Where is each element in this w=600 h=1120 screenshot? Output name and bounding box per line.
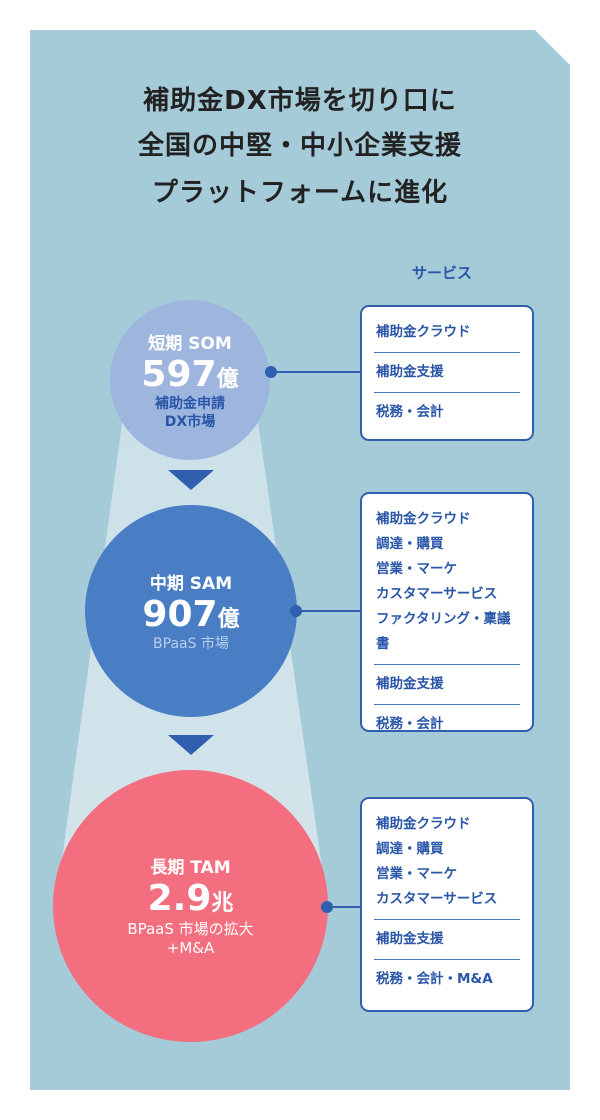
connector-dot [290, 605, 302, 617]
tier-value: 2.9兆 [147, 878, 234, 920]
connector-line [296, 610, 361, 612]
service-item: 営業・マーケ [376, 561, 457, 577]
service-item: 税務・会計 [376, 404, 444, 420]
service-item: 補助金クラウド [376, 511, 471, 527]
service-item: カスタマーサービス [376, 891, 498, 907]
title-line-2: 全国の中堅・中小企業支援 [137, 131, 462, 161]
service-group: 税務・会計 [374, 704, 520, 744]
tam-circle: 長期 TAM 2.9兆 BPaaS 市場の拡大+M&A [53, 770, 328, 1042]
service-item: 補助金支援 [376, 676, 444, 692]
service-item: 税務・会計 [376, 716, 444, 732]
tam-services-box: 補助金クラウド調達・購買営業・マーケカスタマーサービス補助金支援税務・会計・M&… [360, 797, 534, 1012]
service-group: 税務・会計・M&A [374, 959, 520, 999]
service-item: 税務・会計・M&A [376, 971, 493, 987]
title-line-1: 補助金DX市場を切り口に [143, 86, 457, 116]
connector-dot [321, 901, 333, 913]
service-item: 調達・購買 [376, 536, 444, 552]
service-group: 補助金クラウド調達・購買営業・マーケカスタマーサービスファクタリング・稟議書 [374, 500, 520, 664]
connector-dot [265, 366, 277, 378]
service-item: カスタマーサービス [376, 586, 498, 602]
services-heading: サービス [412, 264, 473, 282]
tier-value: 597億 [141, 353, 239, 395]
connector-line [271, 371, 361, 373]
service-group: 補助金クラウド調達・購買営業・マーケカスタマーサービス [374, 805, 520, 919]
som-services-box: 補助金クラウド補助金支援税務・会計 [360, 305, 534, 441]
service-group: 補助金支援 [374, 352, 520, 392]
service-group: 税務・会計 [374, 392, 520, 432]
service-item: ファクタリング・稟議書 [376, 611, 511, 652]
service-item: 調達・購買 [376, 841, 444, 857]
sam-circle: 中期 SAM 907億 BPaaS 市場 [85, 505, 297, 717]
service-item: 補助金クラウド [376, 324, 471, 340]
tier-desc: BPaaS 市場の拡大+M&A [127, 919, 254, 958]
service-group: 補助金支援 [374, 919, 520, 959]
service-item: 補助金支援 [376, 364, 444, 380]
service-item: 営業・マーケ [376, 866, 457, 882]
arrow-down-icon [168, 470, 214, 490]
service-group: 補助金支援 [374, 664, 520, 704]
tier-desc: BPaaS 市場 [153, 636, 229, 653]
tier-value: 907億 [142, 593, 240, 635]
tier-label: 中期 SAM [149, 573, 233, 594]
service-group: 補助金クラウド [374, 313, 520, 352]
service-item: 補助金支援 [376, 931, 444, 947]
title-line-3: プラットフォームに進化 [151, 178, 449, 208]
service-item: 補助金クラウド [376, 816, 471, 832]
sam-services-box: 補助金クラウド調達・購買営業・マーケカスタマーサービスファクタリング・稟議書補助… [360, 492, 534, 732]
arrow-down-icon [168, 735, 214, 755]
tier-label: 短期 SOM [148, 333, 232, 354]
connector-line [327, 906, 361, 908]
tier-label: 長期 TAM [150, 858, 231, 879]
